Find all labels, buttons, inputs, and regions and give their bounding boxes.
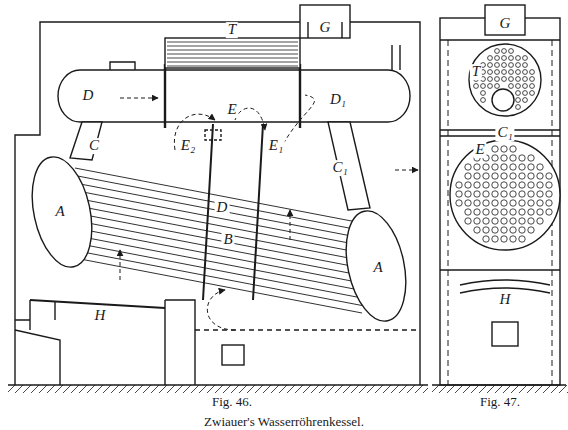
- figure-caption: Zwiauer's Wasserröhrenkessel.: [0, 414, 568, 430]
- part-letter: E₁: [267, 138, 285, 154]
- part-letter: C₁: [330, 160, 349, 176]
- part-letter: E₂: [179, 138, 197, 154]
- part-letter: A: [371, 260, 384, 276]
- part-letter: E: [225, 102, 238, 118]
- tube-ends: [456, 49, 552, 243]
- figure-number: Fig. 46.: [210, 395, 254, 409]
- cross-section: [432, 5, 568, 393]
- part-letter: C₁: [495, 125, 514, 141]
- superheater-tubes: [167, 42, 298, 66]
- part-letter: D₁: [328, 92, 348, 108]
- damper: [205, 130, 221, 140]
- part-letter: C: [87, 138, 101, 154]
- right-header: [337, 205, 415, 326]
- part-letter: G: [318, 20, 333, 36]
- part-letter: D: [81, 88, 96, 104]
- water-tubes: [75, 168, 362, 313]
- baffles: [203, 124, 263, 300]
- part-letter: H: [93, 308, 108, 324]
- left-neck: [70, 122, 102, 160]
- figure-number: Fig. 47.: [478, 395, 522, 409]
- part-letter: D: [215, 200, 230, 216]
- part-letter: T: [470, 64, 482, 80]
- part-letter: G: [498, 16, 513, 32]
- part-letter: E: [473, 142, 486, 158]
- steam-drum: [58, 5, 410, 128]
- left-header: [23, 151, 101, 272]
- gas-flow: [120, 95, 418, 330]
- part-letter: B: [221, 232, 234, 248]
- right-neck: [328, 122, 370, 210]
- part-letter: A: [53, 204, 66, 220]
- part-letter: T: [226, 22, 238, 38]
- part-letter: H: [498, 292, 513, 308]
- brick-setting: [8, 22, 428, 393]
